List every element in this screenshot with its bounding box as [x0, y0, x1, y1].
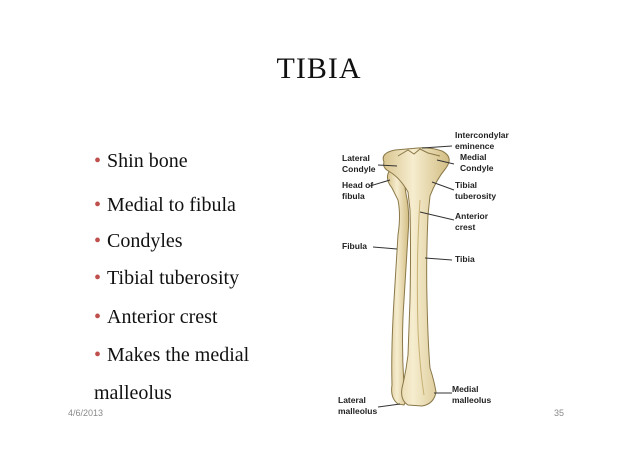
label-line: Medial: [452, 384, 479, 394]
label-line: Anterior: [455, 211, 489, 221]
label-line: Condyle: [342, 164, 376, 174]
bullet-continuation: malleolus: [94, 382, 172, 404]
label-medial-condyle: Medial Condyle: [460, 152, 494, 174]
label-tibial-tuberosity: Tibial tuberosity: [455, 180, 496, 202]
label-line: Lateral: [338, 395, 366, 405]
label-line: malleolus: [452, 395, 492, 405]
bullet-text: Condyles: [107, 230, 183, 252]
bullet-text: Shin bone: [107, 150, 188, 172]
bullet-marker: •: [94, 267, 102, 289]
label-fibula: Fibula: [342, 241, 368, 251]
bullet-item: •Anterior crest: [94, 306, 218, 329]
bullet-item: •Condyles: [94, 230, 183, 253]
label-lateral-malleolus: Lateral malleolus: [338, 395, 377, 417]
label-line: Tibial: [455, 180, 478, 190]
footer-page-number: 35: [554, 408, 565, 418]
label-tibia: Tibia: [455, 254, 475, 264]
fibula-bone: [386, 169, 410, 406]
label-line: Medial: [460, 152, 487, 162]
bullet-item: •Medial to fibula: [94, 194, 236, 217]
leader-lines: [369, 145, 455, 408]
tibia-bone: [382, 147, 450, 407]
bullet-marker: •: [94, 344, 102, 366]
label-line: eminence: [455, 141, 495, 151]
bullet-marker: •: [94, 150, 102, 172]
label-line: tuberosity: [455, 191, 497, 201]
slide-title: TIBIA: [276, 52, 362, 85]
label-lateral-condyle: Lateral Condyle: [342, 153, 376, 175]
bullet-item: •Makes the medial: [94, 344, 249, 367]
label-line: fibula: [342, 191, 365, 201]
bullet-text: Medial to fibula: [107, 194, 236, 216]
bullet-marker: •: [94, 306, 102, 328]
label-line: malleolus: [338, 406, 378, 416]
label-line: Intercondylar: [455, 130, 509, 140]
footer-date: 4/6/2013: [68, 408, 104, 418]
label-line: crest: [455, 222, 476, 232]
bullet-text: Anterior crest: [107, 306, 218, 328]
bullet-text: Makes the medial: [107, 344, 250, 366]
label-intercondylar-eminence: Intercondylar eminence: [455, 130, 509, 152]
bullet-item: •Shin bone: [94, 150, 188, 173]
label-line: Head of: [342, 180, 374, 190]
label-head-of-fibula: Head of fibula: [342, 180, 373, 202]
label-line: Lateral: [342, 153, 370, 163]
bullet-marker: •: [94, 194, 102, 216]
label-medial-malleolus: Medial malleolus: [452, 384, 491, 406]
bullet-item: •Tibial tuberosity: [94, 267, 239, 290]
anterior-crest-line: [416, 199, 425, 396]
label-line: Condyle: [460, 163, 494, 173]
bullet-marker: •: [94, 230, 102, 252]
bullet-text: Tibial tuberosity: [107, 267, 240, 289]
intercondylar-eminence-shape: [397, 148, 441, 157]
label-anterior-crest: Anterior crest: [455, 211, 488, 233]
